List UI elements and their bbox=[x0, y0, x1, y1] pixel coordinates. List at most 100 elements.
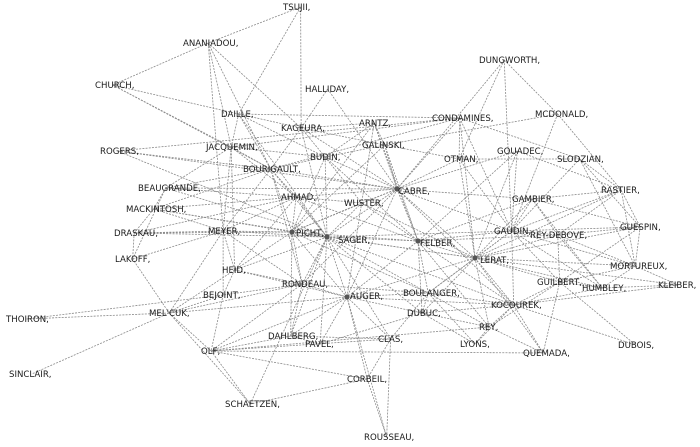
edge-felber-auger bbox=[346, 240, 419, 298]
edge-auger-kocourek bbox=[346, 296, 514, 306]
edge-condamines-lerat bbox=[459, 117, 476, 259]
node-label-daille: DAILLE, bbox=[221, 110, 254, 120]
edge-rondeau-bejoint bbox=[223, 283, 303, 296]
node-label-condamines: CONDAMINES, bbox=[432, 114, 494, 124]
edge-arntz-cabre bbox=[373, 122, 398, 190]
edge-slodzian-guespin bbox=[579, 158, 641, 228]
edge-lerat-kocourek bbox=[474, 257, 514, 306]
node-label-schaetzen: SCHAETZEN, bbox=[225, 400, 280, 410]
edge-gouadec-rastier bbox=[517, 150, 622, 191]
edge-mackintosh-draskau bbox=[133, 208, 155, 234]
edge-reydebove-lerat bbox=[474, 234, 558, 259]
edge-otman-cabre bbox=[396, 158, 460, 190]
edge-sager-lerat bbox=[326, 236, 476, 259]
edge-beaugrande-ahmad bbox=[165, 187, 297, 198]
edge-ananiadou-meyer bbox=[207, 42, 224, 232]
edge-wuster-felber bbox=[361, 202, 419, 242]
edge-daille-jacquemin bbox=[230, 113, 240, 148]
hub-node-sager bbox=[324, 234, 330, 240]
edge-guespin-gaudin bbox=[511, 226, 641, 232]
edge-melcuk-sinclair bbox=[31, 312, 170, 375]
node-label-budin: BUDIN, bbox=[310, 153, 341, 163]
edge-guilbert-kocourek bbox=[513, 281, 560, 306]
edge-meyer-picht bbox=[223, 230, 293, 233]
edge-cabre-picht bbox=[291, 188, 398, 233]
node-label-sager: SAGER, bbox=[338, 236, 370, 246]
node-label-church: CHURCH, bbox=[95, 81, 135, 91]
node-label-dungworth: DUNGWORTH, bbox=[479, 56, 540, 66]
edge-ahmad-draskau bbox=[134, 196, 297, 234]
node-label-draskau: DRASKAU, bbox=[114, 229, 158, 239]
edge-lerat-rey bbox=[474, 257, 490, 328]
edge-boulanger-clas bbox=[390, 292, 429, 340]
edge-felber-rey bbox=[417, 240, 490, 328]
edge-sager-felber bbox=[326, 236, 419, 242]
edge-beaugrande-sager bbox=[165, 187, 328, 238]
edge-jacquemin-meyer bbox=[222, 146, 232, 232]
edge-lerat-guilbert bbox=[474, 257, 560, 283]
edge-kageura-arntz bbox=[301, 122, 375, 129]
edge-daille-condamines bbox=[238, 113, 460, 119]
edge-dungworth-otman bbox=[458, 59, 505, 160]
node-label-kleiber: KLEIBER, bbox=[658, 281, 696, 291]
edge-budin-bourigault bbox=[270, 156, 326, 170]
edge-jacquemin-heid bbox=[230, 146, 235, 271]
node-label-bejoint: BEJOINT, bbox=[203, 291, 241, 301]
edge-sager-clas bbox=[326, 236, 391, 340]
edge-cabre-gambier bbox=[396, 188, 533, 200]
node-label-picht: PICHT, bbox=[296, 229, 324, 239]
edge-dungworth-cabre bbox=[396, 59, 505, 190]
edge-mcdonald-galinski bbox=[384, 113, 558, 146]
node-label-lakoff: LAKOFF, bbox=[115, 255, 150, 265]
node-label-gambier: GAMBIER, bbox=[512, 195, 555, 205]
edge-picht-rondeau bbox=[291, 231, 303, 285]
edge-galinski-picht bbox=[291, 144, 385, 233]
edge-clas-rousseau bbox=[386, 338, 391, 438]
edge-boulanger-rey bbox=[428, 292, 490, 328]
edge-guilbert-rey bbox=[488, 281, 560, 328]
edge-bourigault-beaugrande bbox=[165, 168, 271, 189]
edge-lerat-boulanger bbox=[427, 257, 476, 294]
edge-auger-pavel bbox=[319, 296, 348, 345]
edge-schaetzen-sager bbox=[249, 236, 328, 405]
edge-ahmad-meyer bbox=[222, 196, 297, 232]
node-label-heid: HEID, bbox=[222, 266, 246, 276]
edge-otman-gaudin bbox=[458, 158, 512, 232]
edge-ahmad-wuster bbox=[296, 196, 362, 204]
edge-kageura-cabre bbox=[300, 127, 398, 190]
edge-cabre-kocourek bbox=[396, 188, 514, 306]
edge-rastier-reydebove bbox=[557, 189, 622, 236]
node-label-felber: FELBER, bbox=[420, 239, 455, 249]
edge-wuster-auger bbox=[346, 202, 363, 298]
edge-corbeil-rousseau bbox=[366, 378, 388, 438]
edge-cabre-ahmad bbox=[296, 188, 398, 198]
edge-tsujii-ananiadou bbox=[208, 6, 301, 44]
edge-mortureux-guilbert bbox=[559, 265, 636, 283]
edge-arntz-picht bbox=[291, 122, 375, 233]
node-label-kocourek: KOCOUREK, bbox=[491, 301, 542, 311]
edge-gaudin-mortureux bbox=[511, 230, 636, 267]
node-label-rondeau: RONDEAU, bbox=[282, 280, 328, 290]
edge-daille-bourigault bbox=[238, 113, 272, 170]
node-label-dahlberg: DAHLBERG, bbox=[268, 332, 318, 342]
edge-clas-corbeil bbox=[366, 338, 391, 380]
edge-mortureux-humbley bbox=[601, 265, 636, 289]
edge-daille-budin bbox=[238, 113, 326, 158]
edge-auger-melcuk bbox=[169, 296, 348, 314]
edge-lerat-humbley bbox=[474, 257, 603, 289]
edge-gambier-guespin bbox=[532, 198, 641, 228]
node-label-quemada: QUEMADA, bbox=[523, 349, 570, 359]
edge-condamines-rogers bbox=[117, 117, 460, 152]
edge-sager-dahlberg bbox=[290, 236, 328, 337]
node-label-corbeil: CORBEIL, bbox=[347, 375, 387, 385]
edge-gambier-humbley bbox=[531, 198, 603, 289]
edge-sager-kocourek bbox=[326, 236, 514, 306]
edge-corbeil-schaetzen bbox=[250, 378, 368, 405]
edge-bourigault-picht bbox=[270, 168, 293, 233]
edge-kocourek-quemada bbox=[513, 304, 544, 354]
edge-gaudin-reydebove bbox=[511, 230, 558, 236]
edge-dahlberg-clas bbox=[290, 335, 391, 340]
edge-arntz-wuster bbox=[361, 122, 375, 204]
edge-felber-boulanger bbox=[417, 240, 429, 294]
